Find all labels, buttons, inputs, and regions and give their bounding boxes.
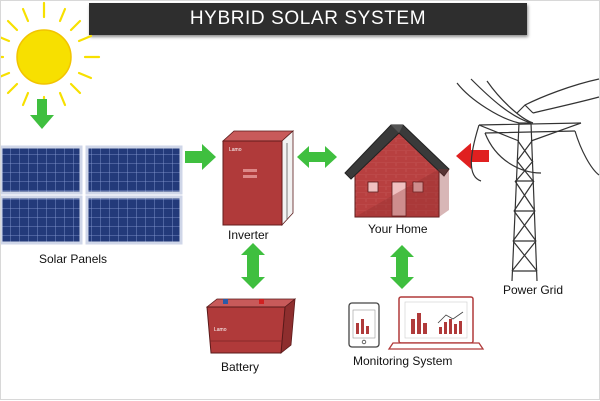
inverter-home-arrow [297,146,337,168]
inverter-label: Inverter [228,228,269,242]
solar-panels-icon [1,145,183,245]
your-home-label: Your Home [368,222,428,236]
sun-to-panels-arrow [30,99,54,129]
grid-to-home-arrow [456,143,489,169]
battery-icon: Lamo [205,298,297,354]
house-icon [344,124,450,218]
battery-label: Battery [221,360,260,374]
title-bar: HYBRID SOLAR SYSTEM [89,3,527,35]
home-monitoring-arrow [390,245,414,289]
inverter-icon: Lamo [221,130,295,227]
power-grid-label: Power Grid [503,283,564,297]
inverter-brand-label: Lamo [229,147,242,153]
battery-brand-label: Lamo [214,327,227,333]
sun-icon [1,1,101,113]
phone-monitor-icon [348,302,380,348]
solar-panels-label: Solar Panels [39,252,108,266]
power-grid-tower-icon [456,78,600,282]
laptop-monitor-icon [387,296,485,350]
panels-to-inverter-arrow [185,144,216,170]
monitoring-system-label: Monitoring System [353,354,453,368]
inverter-battery-arrow [241,243,265,289]
diagram-title: HYBRID SOLAR SYSTEM [189,8,427,29]
